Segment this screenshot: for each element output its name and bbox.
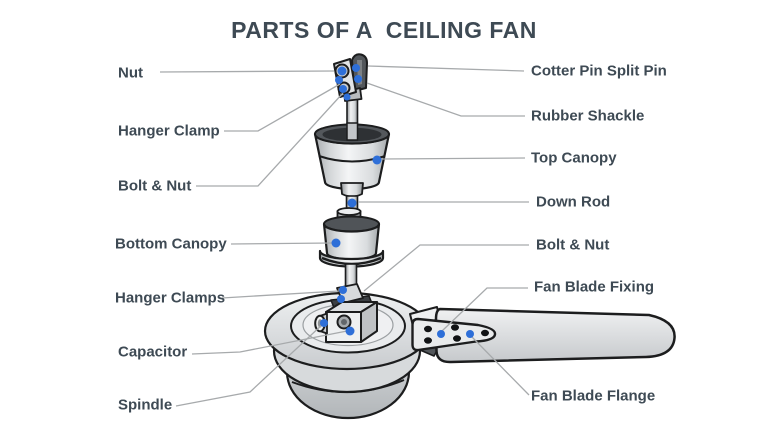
label-top-canopy: Top Canopy [531, 149, 617, 167]
label-spindle: Spindle [118, 396, 173, 414]
leader-bolt-and-nut-left [196, 92, 344, 187]
label-bottom-canopy: Bottom Canopy [115, 235, 227, 253]
leader-hanger-clamp [224, 83, 341, 132]
label-bolt-and-nut-left: Bolt & Nut [118, 177, 192, 195]
label-fan-blade-fixing: Fan Blade Fixing [534, 278, 655, 296]
leader-lines [159, 65, 530, 407]
flange-holes [424, 324, 489, 344]
marker-dots [320, 64, 474, 338]
leader-bolt-and-nut-right [363, 244, 529, 292]
bottom-canopy-part [318, 207, 385, 268]
label-nut: Nut [118, 64, 143, 82]
diagram-title: PARTS OF A CEILING FAN [231, 17, 537, 43]
leader-cotter-pin-split-pin [367, 65, 525, 72]
leader-capacitor [191, 330, 348, 355]
fan-blade [434, 307, 676, 364]
capacitor-box [325, 301, 378, 343]
leader-bottom-canopy [230, 242, 334, 245]
leader-hanger-clamps [221, 290, 340, 299]
leader-spindle [175, 322, 325, 407]
label-down-rod: Down Rod [536, 193, 611, 211]
label-fan-blade-flange: Fan Blade Flange [531, 387, 656, 405]
fan-blade-flange-part [411, 317, 497, 352]
leader-nut [159, 70, 335, 73]
label-capacitor: Capacitor [118, 343, 188, 361]
label-bolt-and-nut-right: Bolt & Nut [536, 236, 610, 254]
leader-fan-blade-fixing [441, 287, 528, 332]
label-rubber-shackle: Rubber Shackle [531, 107, 645, 125]
label-cotter-pin-split-pin: Cotter Pin Split Pin [531, 62, 667, 80]
label-hanger-clamp: Hanger Clamp [118, 122, 220, 140]
leader-fan-blade-flange [471, 336, 530, 396]
label-hanger-clamps: Hanger Clamps [115, 289, 226, 307]
leader-top-canopy [379, 157, 526, 160]
leader-rubber-shackle [366, 82, 525, 117]
